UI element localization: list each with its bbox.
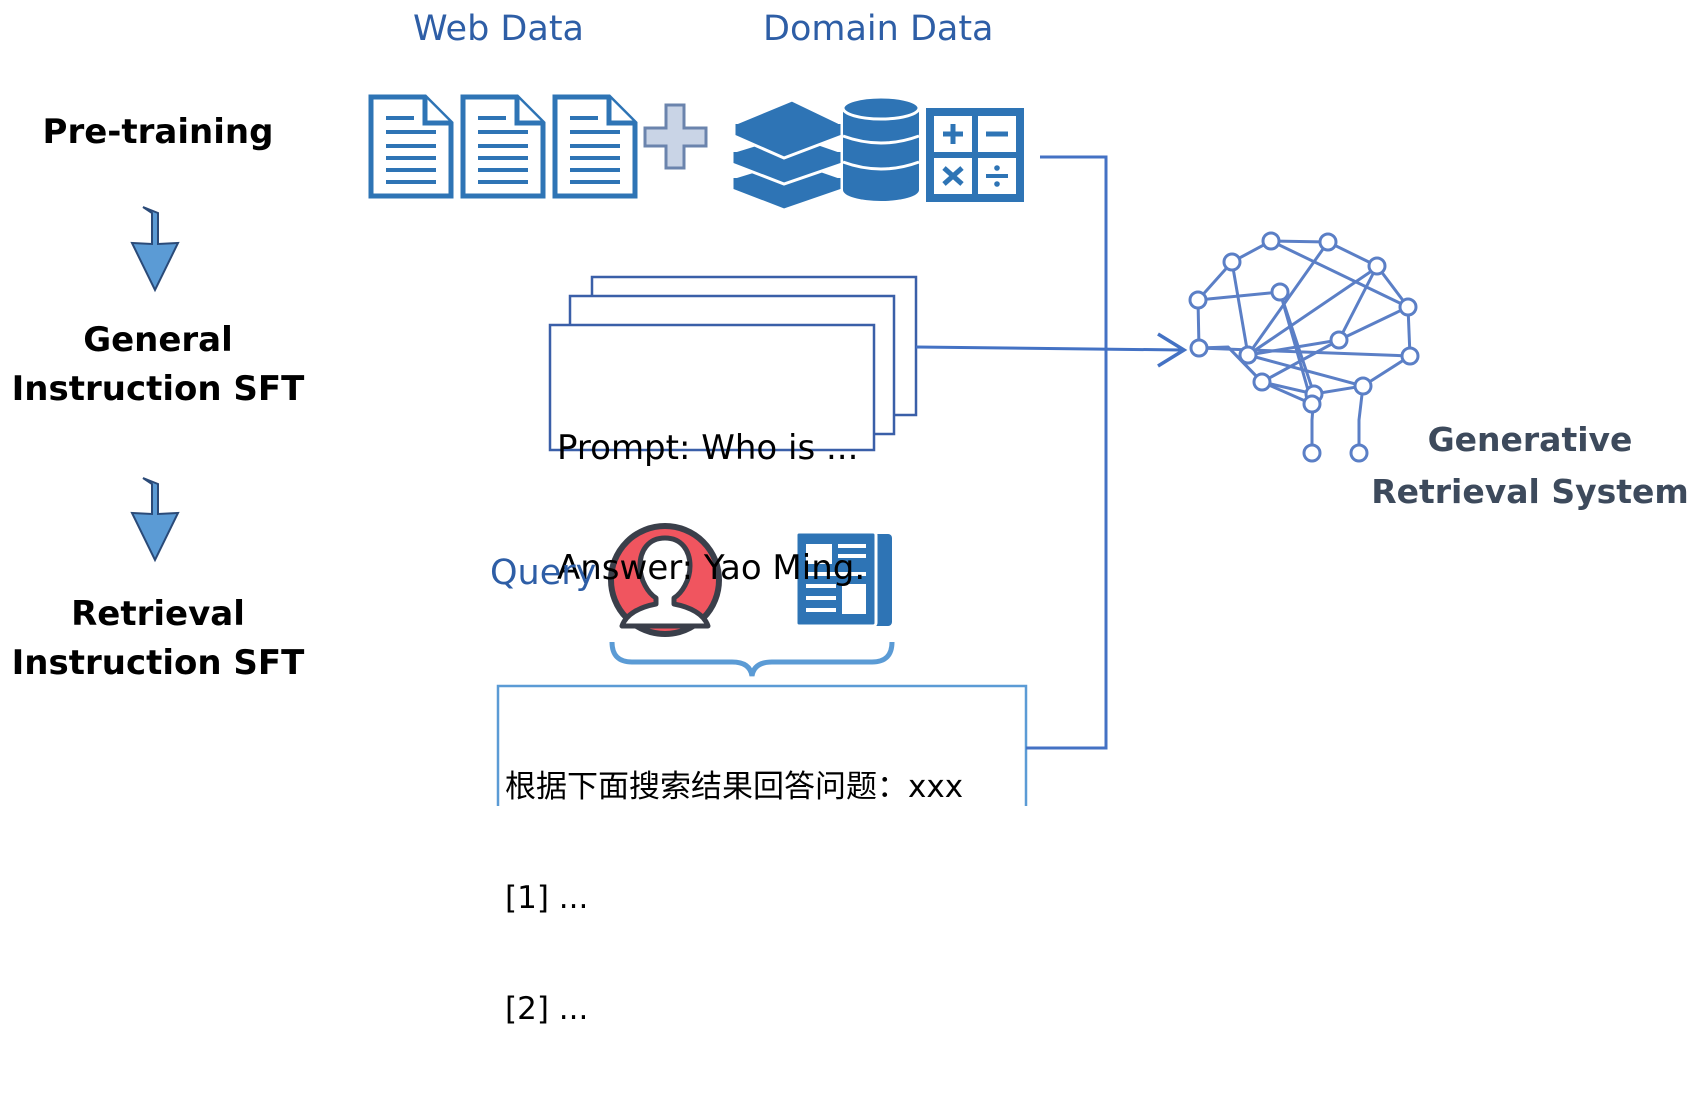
query-label: Query: [490, 553, 597, 593]
stage-general-sft-line-2: Instruction SFT: [11, 369, 305, 409]
stage-arrow-2: [130, 477, 180, 563]
rag-result-2-text: [2] ...: [505, 991, 589, 1027]
stage-retrieval-sft-line-2: Instruction SFT: [11, 643, 305, 683]
connector-lines: [915, 155, 1183, 750]
stage-arrow-1: [130, 206, 180, 293]
books-icon: [727, 98, 847, 212]
sft-answer-text: Answer: Yao Ming.: [557, 548, 866, 588]
database-icon: [841, 95, 921, 201]
sft-card-stack: [548, 275, 918, 452]
plus-icon: [643, 103, 708, 170]
stage-pretraining: Pre-training: [0, 108, 318, 157]
stage-general-sft-line-1: General: [83, 320, 233, 360]
diagram-canvas: Pre-training General Instruction SFT Ret…: [0, 9, 1700, 1027]
user-avatar-icon: [608, 523, 722, 637]
document-icon: [368, 94, 454, 199]
calculator-icon: [926, 108, 1024, 202]
arrow-head: [1157, 332, 1188, 368]
document-icon: [552, 94, 638, 199]
stage-retrieval-sft: Retrieval Instruction SFT: [0, 590, 318, 688]
sft-card-text: Prompt: Who is ... Answer: Yao Ming.: [557, 348, 865, 668]
stage-pretraining-label: Pre-training: [42, 112, 274, 152]
newspaper-icon: [794, 530, 892, 628]
diagram-graphics: [130, 94, 1420, 806]
web-data-label: Web Data: [413, 9, 585, 49]
rag-result-1-text: [1] ...: [505, 880, 589, 916]
curly-brace: [609, 641, 895, 677]
document-icon: [460, 94, 546, 199]
rag-instruction-text: 根据下面搜索结果回答问题：xxx: [505, 769, 964, 805]
stage-retrieval-sft-line-1: Retrieval: [71, 594, 245, 634]
sft-prompt-text: Prompt: Who is ...: [557, 428, 859, 468]
system-label-line-1: Generative: [1427, 420, 1633, 459]
stage-general-sft: General Instruction SFT: [0, 316, 318, 414]
brain-nodes: [1188, 231, 1420, 463]
domain-data-label: Domain Data: [763, 9, 994, 49]
system-label-line-2: Retrieval System: [1371, 472, 1689, 511]
rag-prompt-text: 根据下面搜索结果回答问题：xxx [1] ... [2] ...: [505, 695, 963, 1102]
rag-prompt-box: [496, 684, 1028, 806]
generative-retrieval-system-label: Generative Retrieval System: [1360, 414, 1700, 518]
